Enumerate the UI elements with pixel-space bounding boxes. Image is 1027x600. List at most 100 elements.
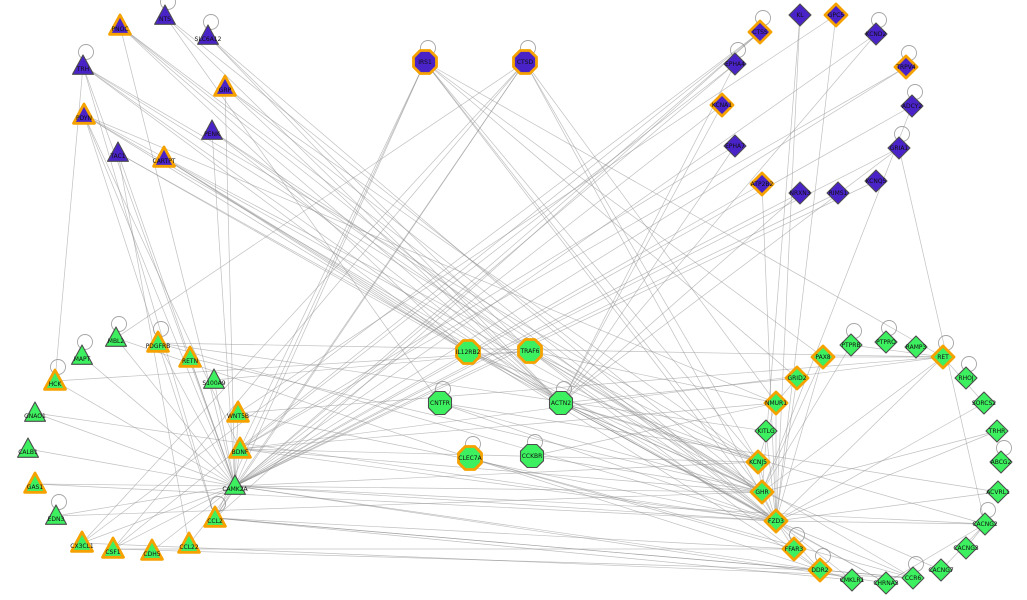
node-shape-diamond[interactable] xyxy=(904,335,928,359)
node-NRXN3[interactable]: NRXN3 xyxy=(788,181,812,205)
node-shape-diamond[interactable] xyxy=(930,344,956,370)
node-CNTFR[interactable]: CNTFR xyxy=(427,390,453,416)
node-shape-triangle[interactable] xyxy=(70,344,94,365)
node-shape-triangle[interactable] xyxy=(203,505,227,528)
node-shape-diamond[interactable] xyxy=(749,479,775,505)
node-TAC1[interactable]: TAC1 xyxy=(106,141,129,162)
node-ACTN2[interactable]: ACTN2 xyxy=(548,390,574,416)
node-KCNQ5[interactable]: KCNQ5 xyxy=(864,169,888,193)
node-CARTPT[interactable]: CARTPT xyxy=(152,145,176,168)
node-IRS1[interactable]: IRS1 xyxy=(412,49,438,75)
node-KL[interactable]: KL xyxy=(788,3,812,27)
node-GNAO1[interactable]: GNAO1 xyxy=(24,401,47,422)
node-shape-octagon[interactable] xyxy=(412,49,438,75)
node-shape-diamond[interactable] xyxy=(893,54,919,80)
node-shape-triangle[interactable] xyxy=(101,536,125,559)
node-shape-triangle[interactable] xyxy=(24,401,47,422)
node-SLC6A12[interactable]: SLC6A12 xyxy=(195,24,222,45)
node-GRP[interactable]: GRP xyxy=(213,74,237,97)
node-shape-triangle[interactable] xyxy=(44,504,68,525)
node-shape-diamond[interactable] xyxy=(749,171,775,197)
node-PDGFRB[interactable]: PDGFRB xyxy=(146,330,171,353)
node-shape-diamond[interactable] xyxy=(954,536,978,560)
node-shape-diamond[interactable] xyxy=(807,557,833,583)
node-shape-triangle[interactable] xyxy=(106,141,129,162)
node-shape-diamond[interactable] xyxy=(723,52,747,76)
node-shape-diamond[interactable] xyxy=(747,19,773,45)
node-PAX8[interactable]: PAX8 xyxy=(810,344,836,370)
node-shape-diamond[interactable] xyxy=(709,92,735,118)
node-GRID2[interactable]: GRID2 xyxy=(784,365,810,391)
node-shape-triangle[interactable] xyxy=(228,436,252,459)
node-shape-octagon[interactable] xyxy=(455,339,481,365)
node-shape-diamond[interactable] xyxy=(929,558,953,582)
node-shape-diamond[interactable] xyxy=(823,2,849,28)
node-shape-diamond[interactable] xyxy=(989,450,1013,474)
node-shape-diamond[interactable] xyxy=(839,333,863,357)
node-EPHA7[interactable]: EPHA7 xyxy=(723,134,747,158)
node-shape-octagon[interactable] xyxy=(517,338,543,364)
node-shape-diamond[interactable] xyxy=(986,480,1010,504)
node-shape-diamond[interactable] xyxy=(900,94,924,118)
node-shape-diamond[interactable] xyxy=(840,568,864,592)
node-shape-octagon[interactable] xyxy=(457,445,483,471)
node-CTSD[interactable]: CTSD xyxy=(512,49,538,75)
node-shape-triangle[interactable] xyxy=(23,471,47,494)
node-shape-triangle[interactable] xyxy=(213,74,237,97)
node-CCL22[interactable]: CCL22 xyxy=(177,531,201,554)
node-shape-triangle[interactable] xyxy=(43,368,67,391)
node-IL12RB2[interactable]: IL12RB2 xyxy=(455,339,481,365)
node-shape-diamond[interactable] xyxy=(788,181,812,205)
node-S100A9[interactable]: S100A9 xyxy=(202,368,226,389)
node-shape-triangle[interactable] xyxy=(17,437,40,458)
node-GAS1[interactable]: GAS1 xyxy=(23,471,47,494)
node-shape-triangle[interactable] xyxy=(203,368,225,389)
node-shape-diamond[interactable] xyxy=(864,169,888,193)
node-shape-diamond[interactable] xyxy=(810,344,836,370)
node-CSF1[interactable]: CSF1 xyxy=(101,536,125,559)
node-shape-triangle[interactable] xyxy=(226,400,250,423)
node-shape-triangle[interactable] xyxy=(152,145,176,168)
node-CCKBR[interactable]: CCKBR xyxy=(519,443,545,469)
node-shape-diamond[interactable] xyxy=(763,508,789,534)
node-CACNG2[interactable]: CACNG2 xyxy=(972,512,998,536)
node-shape-triangle[interactable] xyxy=(71,54,95,75)
node-shape-triangle[interactable] xyxy=(72,102,96,125)
node-CX3CL1[interactable]: CX3CL1 xyxy=(70,530,94,553)
node-shape-diamond[interactable] xyxy=(781,536,807,562)
node-shape-diamond[interactable] xyxy=(874,330,898,354)
node-shape-triangle[interactable] xyxy=(177,531,201,554)
node-shape-triangle[interactable] xyxy=(154,4,176,25)
node-CACNG7[interactable]: CACNG7 xyxy=(928,558,954,582)
node-shape-diamond[interactable] xyxy=(901,566,925,590)
node-KCNA1[interactable]: KCNA1 xyxy=(709,92,735,118)
node-shape-diamond[interactable] xyxy=(985,419,1009,443)
node-shape-triangle[interactable] xyxy=(108,13,132,36)
node-shape-octagon[interactable] xyxy=(548,390,574,416)
node-shape-triangle[interactable] xyxy=(140,538,164,561)
node-shape-diamond[interactable] xyxy=(973,512,997,536)
node-shape-triangle[interactable] xyxy=(224,474,246,495)
node-shape-diamond[interactable] xyxy=(745,449,771,475)
node-shape-diamond[interactable] xyxy=(864,22,888,46)
node-shape-octagon[interactable] xyxy=(427,390,453,416)
node-RIMS1[interactable]: RIMS1 xyxy=(826,181,850,205)
node-shape-triangle[interactable] xyxy=(70,530,94,553)
node-shape-diamond[interactable] xyxy=(788,3,812,27)
node-shape-octagon[interactable] xyxy=(512,49,538,75)
node-PNOC[interactable]: PNOC xyxy=(108,13,132,36)
node-shape-diamond[interactable] xyxy=(826,181,850,205)
node-PDYN[interactable]: PDYN xyxy=(72,102,96,125)
node-shape-diamond[interactable] xyxy=(954,366,978,390)
node-shape-triangle[interactable] xyxy=(197,24,219,45)
node-shape-diamond[interactable] xyxy=(887,136,911,160)
node-TRHR[interactable]: TRHR xyxy=(985,419,1009,443)
node-ACVRL1[interactable]: ACVRL1 xyxy=(986,480,1010,504)
node-shape-diamond[interactable] xyxy=(754,419,778,443)
node-GPC5[interactable]: GPC5 xyxy=(823,2,849,28)
node-shape-diamond[interactable] xyxy=(763,390,789,416)
node-CALB1[interactable]: CALB1 xyxy=(17,437,40,458)
node-shape-diamond[interactable] xyxy=(972,391,996,415)
node-shape-diamond[interactable] xyxy=(723,134,747,158)
